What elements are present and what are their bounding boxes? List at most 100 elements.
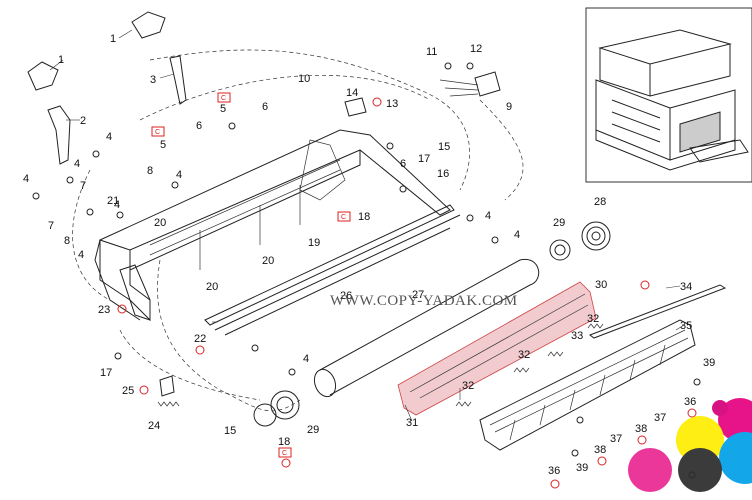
callout-31: 31 xyxy=(406,417,418,429)
callout-34: 34 xyxy=(680,281,692,293)
part-3 xyxy=(169,55,187,105)
callout-5: 5 xyxy=(220,103,226,115)
callout-11: 11 xyxy=(426,46,437,58)
callout-30: 30 xyxy=(595,279,607,291)
svg-text:C: C xyxy=(221,95,226,102)
callout-16: 16 xyxy=(437,168,449,180)
spring-32d xyxy=(587,323,604,329)
callout-21: 21 xyxy=(107,195,119,207)
callout-9: 9 xyxy=(506,101,512,113)
callout-29: 29 xyxy=(307,424,319,436)
part-23 xyxy=(119,264,151,321)
callout-10: 10 xyxy=(298,73,310,85)
callout-17: 17 xyxy=(100,367,112,379)
callout-1: 1 xyxy=(58,54,64,66)
callout-32: 32 xyxy=(587,313,599,325)
callout-4: 4 xyxy=(23,173,29,185)
callout-20: 20 xyxy=(206,281,218,293)
callout-6: 6 xyxy=(196,120,202,132)
callout-20: 20 xyxy=(154,217,166,229)
spring-24 xyxy=(157,401,180,407)
svg-text:C: C xyxy=(282,450,287,457)
callout-23: 23 xyxy=(98,304,110,316)
assembly-35 xyxy=(479,319,696,451)
callout-4: 4 xyxy=(176,169,182,181)
connector-9 xyxy=(474,71,501,97)
part-1-left xyxy=(27,61,59,91)
rail-26 xyxy=(214,214,461,336)
callout-4: 4 xyxy=(114,199,120,211)
callout-39: 39 xyxy=(703,357,715,369)
callout-8: 8 xyxy=(147,165,153,177)
watermark: WWW.COPY-YADAK.COM xyxy=(330,293,518,309)
roller-27 xyxy=(313,258,540,398)
screws xyxy=(32,62,701,479)
callout-32: 32 xyxy=(518,349,530,361)
lubrication-marks: C C C C xyxy=(151,92,351,458)
callout-37: 37 xyxy=(610,433,622,445)
svg-text:C: C xyxy=(341,214,346,221)
callout-22: 22 xyxy=(194,333,206,345)
callout-6: 6 xyxy=(262,101,268,113)
callout-8: 8 xyxy=(64,235,70,247)
callout-1: 1 xyxy=(110,33,116,45)
callout-4: 4 xyxy=(78,249,84,261)
part-25 xyxy=(159,375,175,397)
callout-15: 15 xyxy=(224,425,236,437)
callout-37: 37 xyxy=(654,412,666,424)
callout-4: 4 xyxy=(485,210,491,222)
callout-39: 39 xyxy=(576,462,588,474)
main-frame xyxy=(94,129,451,322)
callout-17: 17 xyxy=(418,153,430,165)
callout-6: 6 xyxy=(400,158,406,170)
callout-38: 38 xyxy=(635,423,647,435)
callout-28: 28 xyxy=(594,196,606,208)
spring-32b xyxy=(513,367,530,373)
callout-4: 4 xyxy=(303,353,309,365)
callout-4: 4 xyxy=(106,131,112,143)
callout-7: 7 xyxy=(48,220,54,232)
callout-7: 7 xyxy=(80,180,86,192)
callout-4: 4 xyxy=(514,229,520,241)
callout-33: 33 xyxy=(571,330,583,342)
callout-4: 4 xyxy=(74,158,80,170)
callout-38: 38 xyxy=(594,444,606,456)
callout-19: 19 xyxy=(308,237,320,249)
spring-32a xyxy=(547,351,564,357)
copier-inset xyxy=(585,7,752,183)
callout-15: 15 xyxy=(438,141,450,153)
callout-18: 18 xyxy=(278,436,290,448)
callout-36: 36 xyxy=(548,465,560,477)
gear-29-top xyxy=(549,239,571,261)
spring-32c xyxy=(455,401,472,407)
rail-34 xyxy=(588,284,727,339)
callout-26: 26 xyxy=(340,290,352,302)
callout-13: 13 xyxy=(386,98,398,110)
rotate-arrow-icon xyxy=(117,97,697,489)
callout-36: 36 xyxy=(684,396,696,408)
callout-5: 5 xyxy=(160,139,166,151)
part-2 xyxy=(47,105,71,165)
callout-35: 35 xyxy=(680,320,692,332)
part-1-top xyxy=(131,11,166,39)
gear-29-bottom xyxy=(253,390,300,427)
callout-12: 12 xyxy=(470,43,482,55)
callout-32: 32 xyxy=(462,380,474,392)
callout-labels: 1 1 2 3 4 4 4 4 4 4 4 4 4 5 5 6 6 6 7 7 … xyxy=(23,33,715,477)
gear-28 xyxy=(581,221,611,251)
part-14 xyxy=(344,97,367,117)
rail-19 xyxy=(204,204,455,326)
callout-14: 14 xyxy=(346,87,358,99)
callout-24: 24 xyxy=(148,420,160,432)
callout-2: 2 xyxy=(80,115,86,127)
callout-18: 18 xyxy=(358,211,370,223)
callout-29: 29 xyxy=(553,217,565,229)
callout-3: 3 xyxy=(150,74,156,86)
svg-text:C: C xyxy=(155,129,160,136)
leader-lines xyxy=(49,29,685,422)
color-circles-logo xyxy=(628,398,752,492)
callout-25: 25 xyxy=(122,385,134,397)
callout-20: 20 xyxy=(262,255,274,267)
callout-27: 27 xyxy=(412,289,424,301)
